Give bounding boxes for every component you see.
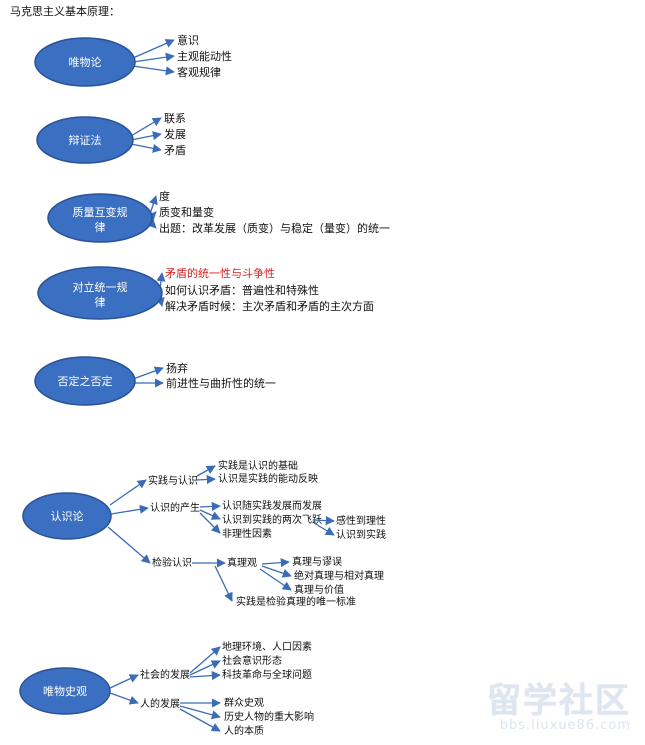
practice-arrow-1 (196, 465, 216, 477)
leap-item-1: 感性到理性 (336, 514, 386, 527)
node-1 (34, 37, 136, 87)
node-3-label-2: 律 (95, 221, 106, 234)
node-5-item-2: 前进性与曲折性的统一 (166, 376, 276, 390)
node-4-label-2: 律 (95, 296, 106, 309)
practice-arrow-2 (196, 474, 216, 484)
node-6-arrow-3 (107, 526, 151, 564)
node-3 (47, 193, 153, 243)
watermark-url: bbs.liuxue86.com (499, 718, 631, 733)
node-1-arrow-2 (132, 52, 175, 63)
truth-arrow-3 (259, 568, 292, 591)
leap-arrow-2 (313, 522, 335, 536)
node-6-label: 认识论 (51, 509, 84, 523)
history-society: 社会的发展 (140, 668, 190, 681)
society-arrow-3 (189, 671, 221, 681)
epistemology-practice: 实践与认识 (148, 474, 198, 487)
node-2-arrow-1 (130, 117, 162, 137)
node-1-item-2: 主观能动性 (177, 49, 232, 63)
society-item-2: 社会意识形态 (222, 654, 282, 667)
node-7 (19, 667, 111, 715)
node-2-arrow-3 (130, 143, 162, 153)
origin-item-2: 认识到实践的两次飞跃 (222, 513, 322, 526)
truth-arrow-1 (261, 558, 290, 568)
epistemology-origin: 认识的产生 (150, 501, 200, 514)
truth-item-2: 绝对真理与相对真理 (294, 569, 384, 582)
truth-arrow-2 (261, 565, 292, 578)
person-arrow-3 (179, 708, 221, 732)
node-2 (36, 116, 134, 164)
leap-item-2: 认识到实践 (336, 528, 386, 541)
node-6-arrow-1 (109, 479, 147, 506)
node-7-label: 唯物史观 (43, 684, 87, 698)
leap-arrow-1 (313, 516, 335, 526)
node-6 (22, 492, 112, 540)
truth-item-3: 真理与价值 (294, 583, 344, 596)
node-4-label: 对立统一规 (73, 280, 128, 294)
node-5-label: 否定之否定 (58, 374, 113, 388)
check-arrow-2 (214, 565, 233, 602)
society-arrow-2 (189, 660, 221, 676)
history-person: 人的发展 (140, 697, 180, 710)
node-2-item-1: 联系 (164, 112, 186, 125)
society-item-1: 地理环境、人口因素 (222, 640, 312, 653)
person-item-2: 历史人物的重大影响 (224, 710, 314, 723)
node-4-item-1: 矛盾的统一性与斗争性 (165, 266, 275, 280)
node-4 (37, 266, 163, 320)
origin-arrow-1 (199, 501, 221, 511)
origin-item-1: 认识随实践发展而发展 (222, 499, 322, 512)
node-5 (34, 356, 136, 406)
node-1-arrow-3 (132, 65, 175, 76)
society-item-3: 科技革命与全球问题 (222, 668, 312, 681)
watermark: 留学社区 bbs.liuxue86.com (487, 673, 631, 733)
node-2-arrow-2 (130, 131, 162, 141)
origin-arrow-2 (199, 509, 221, 520)
node-5-item-1: 扬弃 (166, 361, 188, 375)
node-2-item-2: 发展 (164, 127, 186, 141)
node-7-arrow-2 (109, 692, 139, 705)
person-item-3: 人的本质 (224, 724, 264, 737)
check-item-2: 实践是检验真理的唯一标准 (236, 595, 356, 608)
person-arrow-2 (179, 705, 221, 720)
node-6-arrow-2 (110, 504, 149, 515)
node-3-item-2: 质变和量变 (159, 205, 214, 219)
person-item-1: 群众史观 (224, 696, 264, 709)
origin-arrow-3 (199, 512, 221, 534)
node-3-item-3: 出题：改革发展（质变）与稳定（量变）的统一 (159, 221, 390, 235)
node-5-arrow-1 (132, 366, 164, 380)
node-1-label: 唯物论 (69, 55, 102, 69)
society-arrow-1 (189, 646, 221, 674)
node-3-item-1: 度 (159, 189, 170, 203)
page-title: 马克思主义基本原理： (10, 5, 120, 18)
node-3-label: 质量互变规 (73, 205, 128, 219)
node-2-item-3: 矛盾 (164, 144, 186, 157)
node-4-item-2: 如何认识矛盾：普遍性和特殊性 (165, 283, 319, 297)
node-1-item-1: 意识 (177, 33, 199, 47)
origin-item-3: 非理性因素 (222, 527, 272, 540)
node-1-item-3: 客观规律 (177, 65, 221, 79)
node-3-arrow-1 (149, 195, 158, 215)
node-7-arrow-1 (109, 674, 139, 689)
practice-item-1: 实践是认识的基础 (218, 459, 298, 472)
node-1-arrow-1 (132, 39, 175, 59)
epistemology-check: 检验认识 (152, 556, 192, 569)
node-4-item-3: 解决矛盾时候：主次矛盾和矛盾的主次方面 (165, 299, 374, 313)
node-2-label: 辩证法 (69, 133, 102, 147)
check-item-1: 真理观 (227, 556, 257, 569)
truth-item-1: 真理与谬误 (292, 555, 342, 568)
practice-item-2: 认识是实践的能动反映 (218, 472, 318, 485)
watermark-brand: 留学社区 (487, 681, 631, 721)
